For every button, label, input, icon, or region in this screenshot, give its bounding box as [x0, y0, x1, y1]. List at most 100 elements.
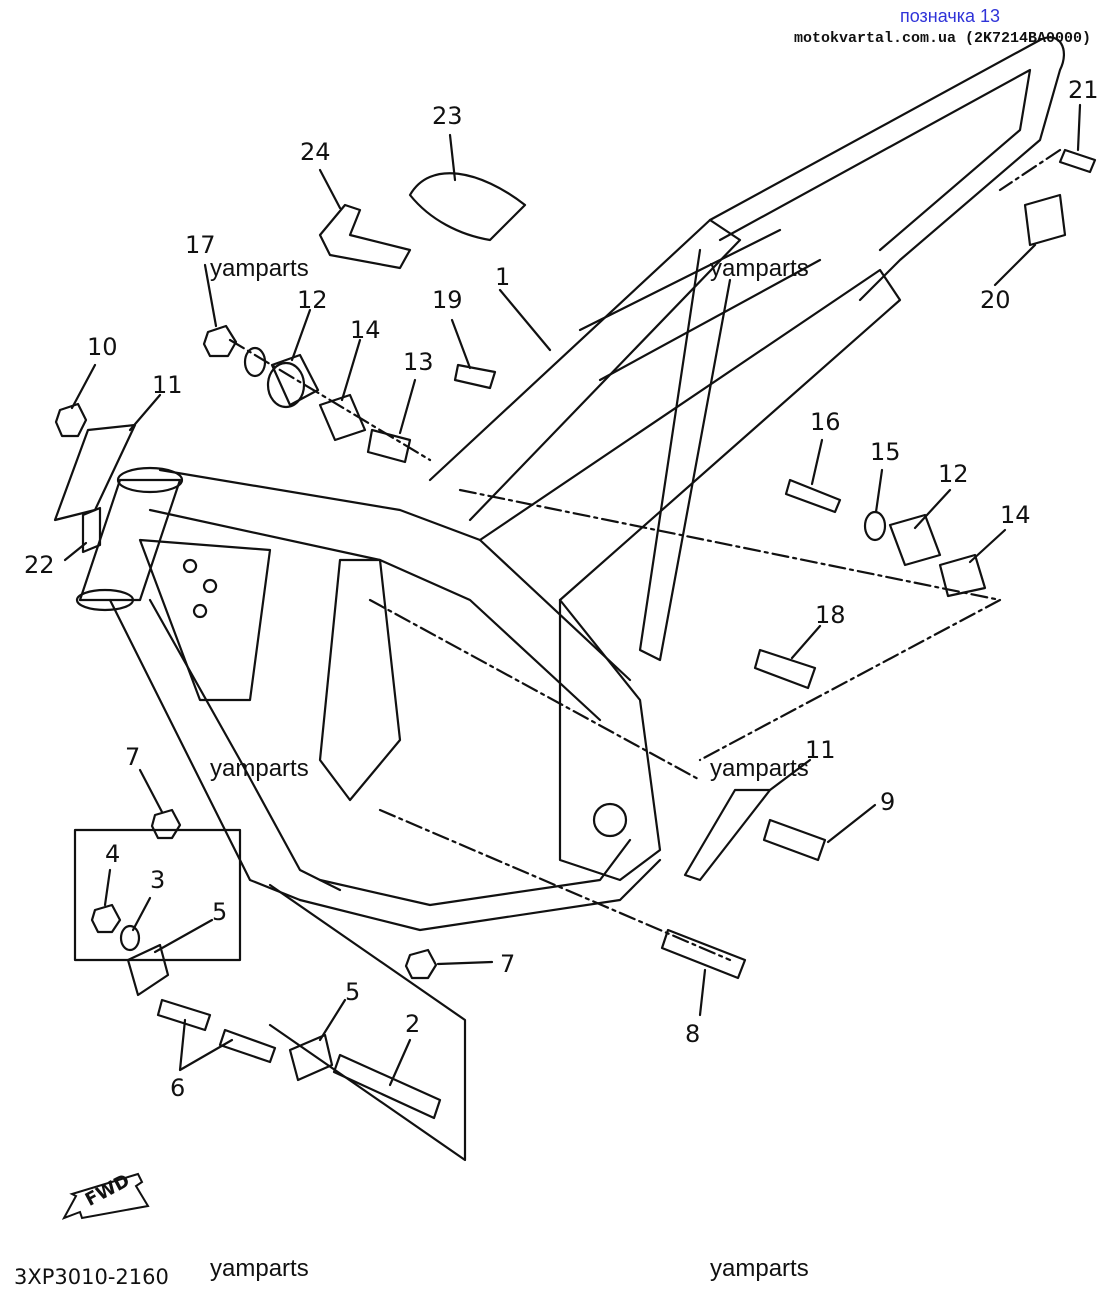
mount-plate-lower	[268, 883, 467, 1162]
callout-19: 19	[432, 286, 463, 314]
label-22	[81, 506, 102, 554]
leader-4	[103, 868, 112, 907]
washer-18-top	[243, 346, 267, 378]
callout-1: 1	[495, 263, 511, 291]
nut-7-upper	[150, 808, 182, 840]
bolt-8	[660, 928, 747, 980]
bracket-20	[1023, 193, 1067, 247]
leader-24	[318, 168, 342, 210]
callout-3: 3	[150, 866, 166, 894]
callout-14b: 14	[1000, 501, 1031, 529]
leader-10	[70, 363, 97, 410]
mount-plate-left	[73, 828, 242, 962]
callout-7b: 7	[500, 950, 516, 978]
leader-12a	[290, 308, 312, 362]
watermark-6: yamparts	[710, 1255, 809, 1282]
bolt-2	[332, 1053, 442, 1120]
callout-14a: 14	[350, 316, 381, 344]
nut-7-lower	[404, 948, 438, 980]
watermark-3: yamparts	[210, 755, 309, 782]
callout-21: 21	[1068, 76, 1099, 104]
leader-14b	[968, 528, 1007, 564]
steering-head	[78, 478, 182, 602]
mark-label: позначка 13	[899, 6, 1000, 26]
clamp-24	[318, 203, 412, 270]
fwd-arrow-icon	[62, 1172, 150, 1220]
leader-13	[398, 378, 417, 435]
cover-23	[408, 172, 527, 242]
leader-14a	[340, 338, 362, 402]
pivot-boss	[592, 802, 628, 838]
rear-rail-lower	[478, 268, 902, 602]
assembly-line-c	[378, 808, 732, 962]
washer-3	[119, 924, 141, 952]
leader-19	[450, 318, 472, 370]
callout-4: 4	[105, 840, 121, 868]
collar-12-right	[888, 513, 942, 567]
cradle-bottom-2	[318, 838, 632, 907]
bolt-9	[762, 818, 827, 862]
callout-12a: 12	[297, 286, 328, 314]
leader-7b	[436, 960, 494, 966]
steering-head-top	[116, 466, 184, 494]
leader-11b	[768, 758, 812, 792]
rear-rail-upper	[428, 218, 742, 522]
watermark-5: yamparts	[210, 1255, 309, 1282]
callout-15: 15	[870, 438, 901, 466]
watermark-4: yamparts	[710, 755, 809, 782]
leader-16	[810, 438, 824, 486]
leader-23	[448, 133, 457, 182]
washer-15	[863, 510, 887, 542]
callout-11a: 11	[152, 371, 183, 399]
leader-21	[1076, 103, 1082, 152]
bolt-13	[366, 428, 412, 464]
leader-6	[178, 1018, 234, 1072]
callout-5a: 5	[212, 898, 228, 926]
nut-17	[202, 324, 238, 358]
callout-13: 13	[403, 348, 434, 376]
assembly-line-e	[998, 148, 1062, 192]
leader-1	[498, 288, 552, 352]
bolt-16	[784, 478, 842, 514]
bolt-6b	[218, 1028, 277, 1064]
bolt-6a	[156, 998, 212, 1032]
pin-19	[453, 363, 497, 390]
watermark-2: yamparts	[710, 255, 809, 282]
gusset-plate	[138, 538, 272, 702]
leader-8	[698, 968, 707, 1017]
collar-14-right	[938, 553, 987, 598]
callout-24: 24	[300, 138, 331, 166]
callout-23: 23	[432, 102, 463, 130]
leader-18	[790, 624, 822, 660]
callout-22: 22	[24, 551, 55, 579]
callout-20: 20	[980, 286, 1011, 314]
seat-rail-down	[638, 248, 732, 662]
main-spine-lower	[148, 508, 602, 722]
leader-5b	[318, 998, 347, 1042]
collar-14-top	[318, 393, 367, 442]
callout-6: 6	[170, 1074, 186, 1102]
callout-5b: 5	[345, 978, 361, 1006]
callout-2: 2	[405, 1010, 421, 1038]
callout-16: 16	[810, 408, 841, 436]
bolt-21	[1058, 148, 1097, 174]
leader-20	[993, 243, 1037, 287]
bolt-18	[753, 648, 817, 690]
leader-9	[826, 803, 877, 844]
collar-12-top	[270, 353, 320, 407]
pivot-plate	[558, 598, 662, 882]
plate-5-lower	[288, 1033, 334, 1082]
rear-subframe	[708, 36, 1065, 302]
callout-11b: 11	[805, 736, 836, 764]
leader-7a	[138, 768, 164, 814]
leader-12b	[913, 488, 952, 530]
callout-18: 18	[815, 601, 846, 629]
down-tube	[108, 598, 302, 902]
gusset-holes	[182, 558, 218, 619]
cradle-bottom	[298, 858, 662, 932]
leader-22	[63, 541, 88, 562]
nut-4	[90, 903, 122, 934]
leader-11a	[128, 393, 162, 432]
